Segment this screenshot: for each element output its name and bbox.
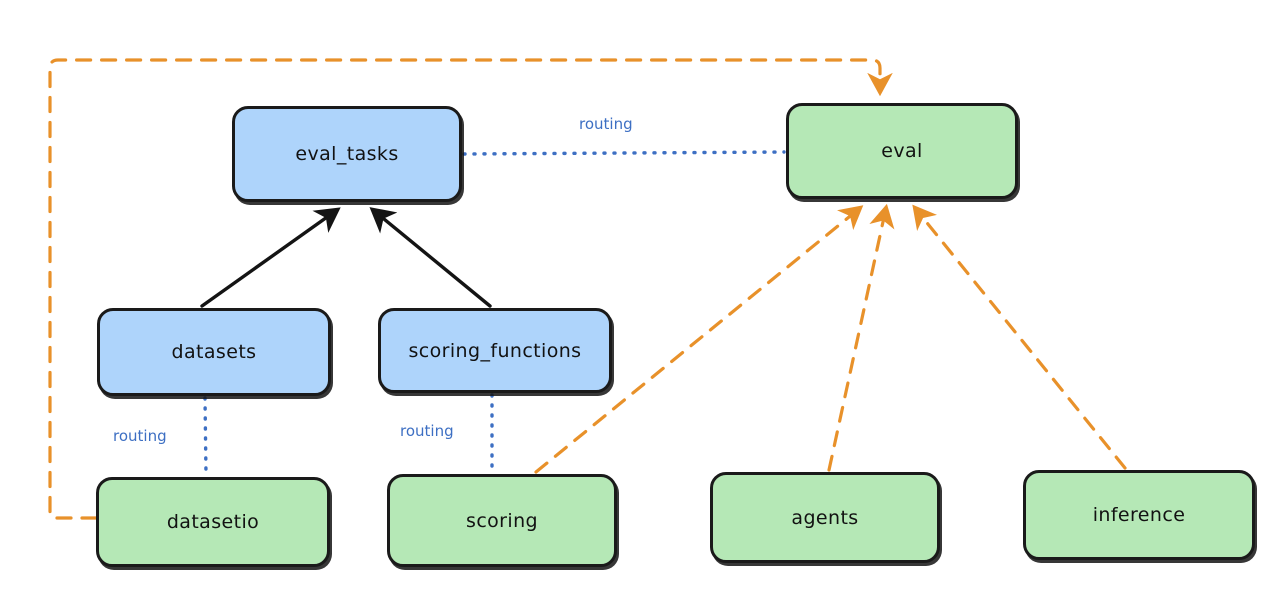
- edge-label-routing-eval_tasks-eval: routing: [579, 115, 633, 133]
- edge-scoring-to-eval: [534, 205, 864, 474]
- node-label: agents: [791, 506, 859, 529]
- node-scoring_functions[interactable]: scoring_functions: [378, 308, 612, 393]
- node-label: eval: [881, 140, 923, 162]
- node-label: inference: [1092, 504, 1186, 526]
- node-label: datasetio: [166, 511, 260, 533]
- node-label: eval_tasks: [295, 143, 399, 165]
- node-label: scoring_functions: [408, 339, 582, 362]
- node-eval[interactable]: eval: [786, 103, 1018, 199]
- node-inference[interactable]: inference: [1023, 470, 1255, 560]
- edge-datasets-to-eval_tasks: [200, 207, 341, 308]
- edge-eval_tasks-to-eval: [462, 150, 786, 156]
- node-agents[interactable]: agents: [710, 472, 940, 563]
- edge-datasets-to-datasetio: [203, 396, 208, 477]
- edge-agents-to-eval: [827, 203, 895, 472]
- edge-label-routing-scoring_functions-scoring: routing: [400, 422, 454, 440]
- node-label: scoring: [466, 509, 538, 532]
- edge-inference-to-eval: [912, 204, 1127, 470]
- node-label: datasets: [171, 341, 257, 363]
- edge-label-routing-datasets-datasetio: routing: [113, 427, 167, 445]
- node-datasetio[interactable]: datasetio: [96, 477, 330, 567]
- node-eval_tasks[interactable]: eval_tasks: [232, 106, 462, 202]
- node-datasets[interactable]: datasets: [97, 308, 331, 396]
- node-scoring[interactable]: scoring: [387, 474, 617, 567]
- edge-datasetio-to-eval: [48, 58, 893, 520]
- edge-scoring_functions-to-eval_tasks: [369, 207, 492, 308]
